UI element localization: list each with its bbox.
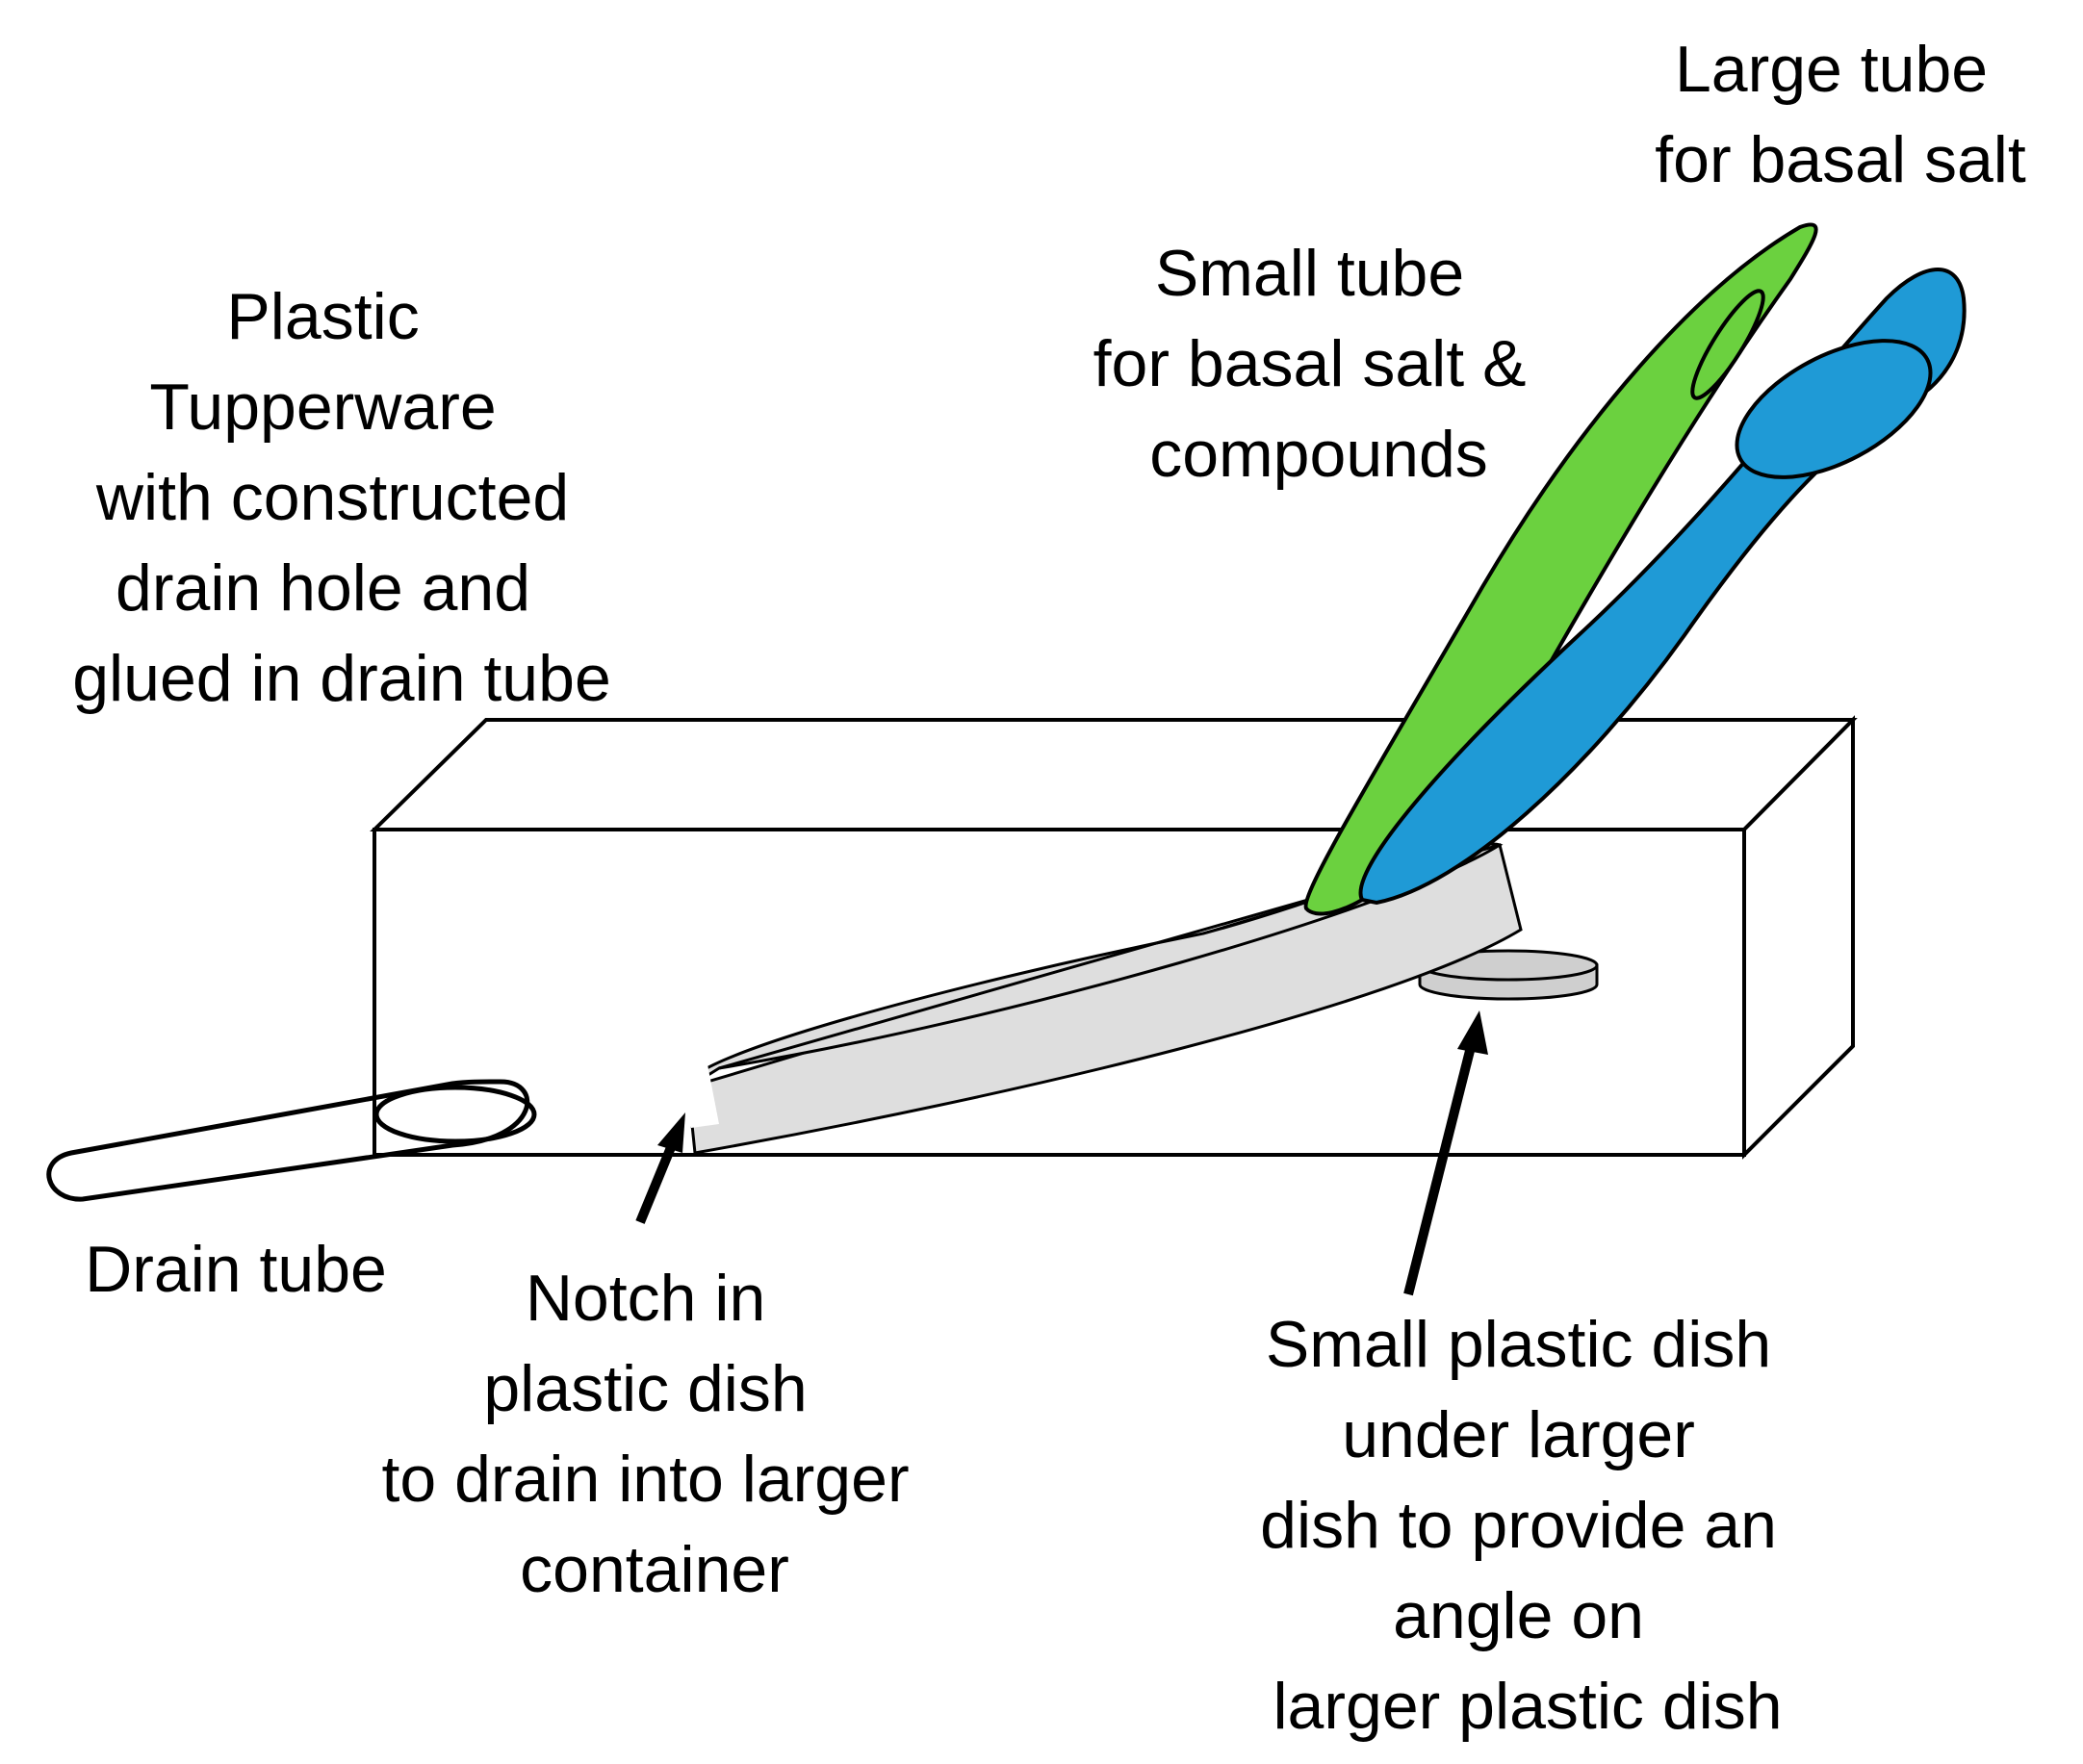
drain-tube-opening xyxy=(373,1085,537,1144)
notch-label-line: plastic dish xyxy=(483,1352,807,1425)
large-tube-label: Large tube for basal salt xyxy=(1655,33,2026,196)
notch-arrow-line xyxy=(635,1138,679,1224)
small-dish-arrow-head xyxy=(1457,1010,1488,1055)
large-tube xyxy=(1358,268,1967,906)
small-dish-label-line: dish to provide an xyxy=(1260,1489,1777,1562)
small-dish-label-line: under larger xyxy=(1342,1398,1695,1471)
tupperware-label: Plastic Tupperware with constructed drai… xyxy=(72,280,611,715)
notch-label-line: container xyxy=(520,1533,789,1606)
large-tube-opening xyxy=(1735,339,1933,479)
tupperware-label-line: Plastic xyxy=(226,280,419,353)
tupperware-label-line: with constructed xyxy=(95,461,569,534)
tupperware-box xyxy=(370,715,1858,1160)
small-dish-label-line: angle on xyxy=(1393,1579,1644,1652)
tupperware-label-line: drain hole and xyxy=(116,551,530,625)
small-dish-label-line: larger plastic dish xyxy=(1273,1670,1782,1743)
drain-tube xyxy=(46,1079,537,1202)
tupperware-label-line: Tupperware xyxy=(149,371,496,444)
dish-notch xyxy=(674,1064,719,1128)
small-tube-opening xyxy=(1690,289,1765,400)
small-tube-label-line: compounds xyxy=(1149,418,1488,491)
small-dish-label-line: Small plastic dish xyxy=(1266,1308,1771,1381)
box-top-face xyxy=(370,718,1858,831)
large-tube-label-line: Large tube xyxy=(1675,33,1988,106)
drain-tube-label: Drain tube xyxy=(85,1233,387,1306)
small-tube-label: Small tube for basal salt & compounds xyxy=(1093,237,1545,491)
notch-arrow-head xyxy=(657,1112,685,1153)
tupperware-label-line: glued in drain tube xyxy=(72,642,611,715)
drain-tube-body xyxy=(46,1079,530,1202)
notch-label-line: to drain into larger xyxy=(382,1443,910,1516)
pointer-arrows xyxy=(635,1010,1488,1296)
small-dish-label: Small plastic dish under larger dish to … xyxy=(1260,1308,1795,1743)
small-tube-label-line: Small tube xyxy=(1155,237,1464,310)
large-tube-label-line: for basal salt xyxy=(1655,123,2026,196)
small-tube-label-line: for basal salt & xyxy=(1093,327,1527,400)
drain-tube-label-line: Drain tube xyxy=(85,1233,387,1306)
notch-label-line: Notch in xyxy=(526,1262,765,1335)
notch-label: Notch in plastic dish to drain into larg… xyxy=(382,1262,928,1606)
small-dish-arrow-line xyxy=(1403,1037,1478,1296)
